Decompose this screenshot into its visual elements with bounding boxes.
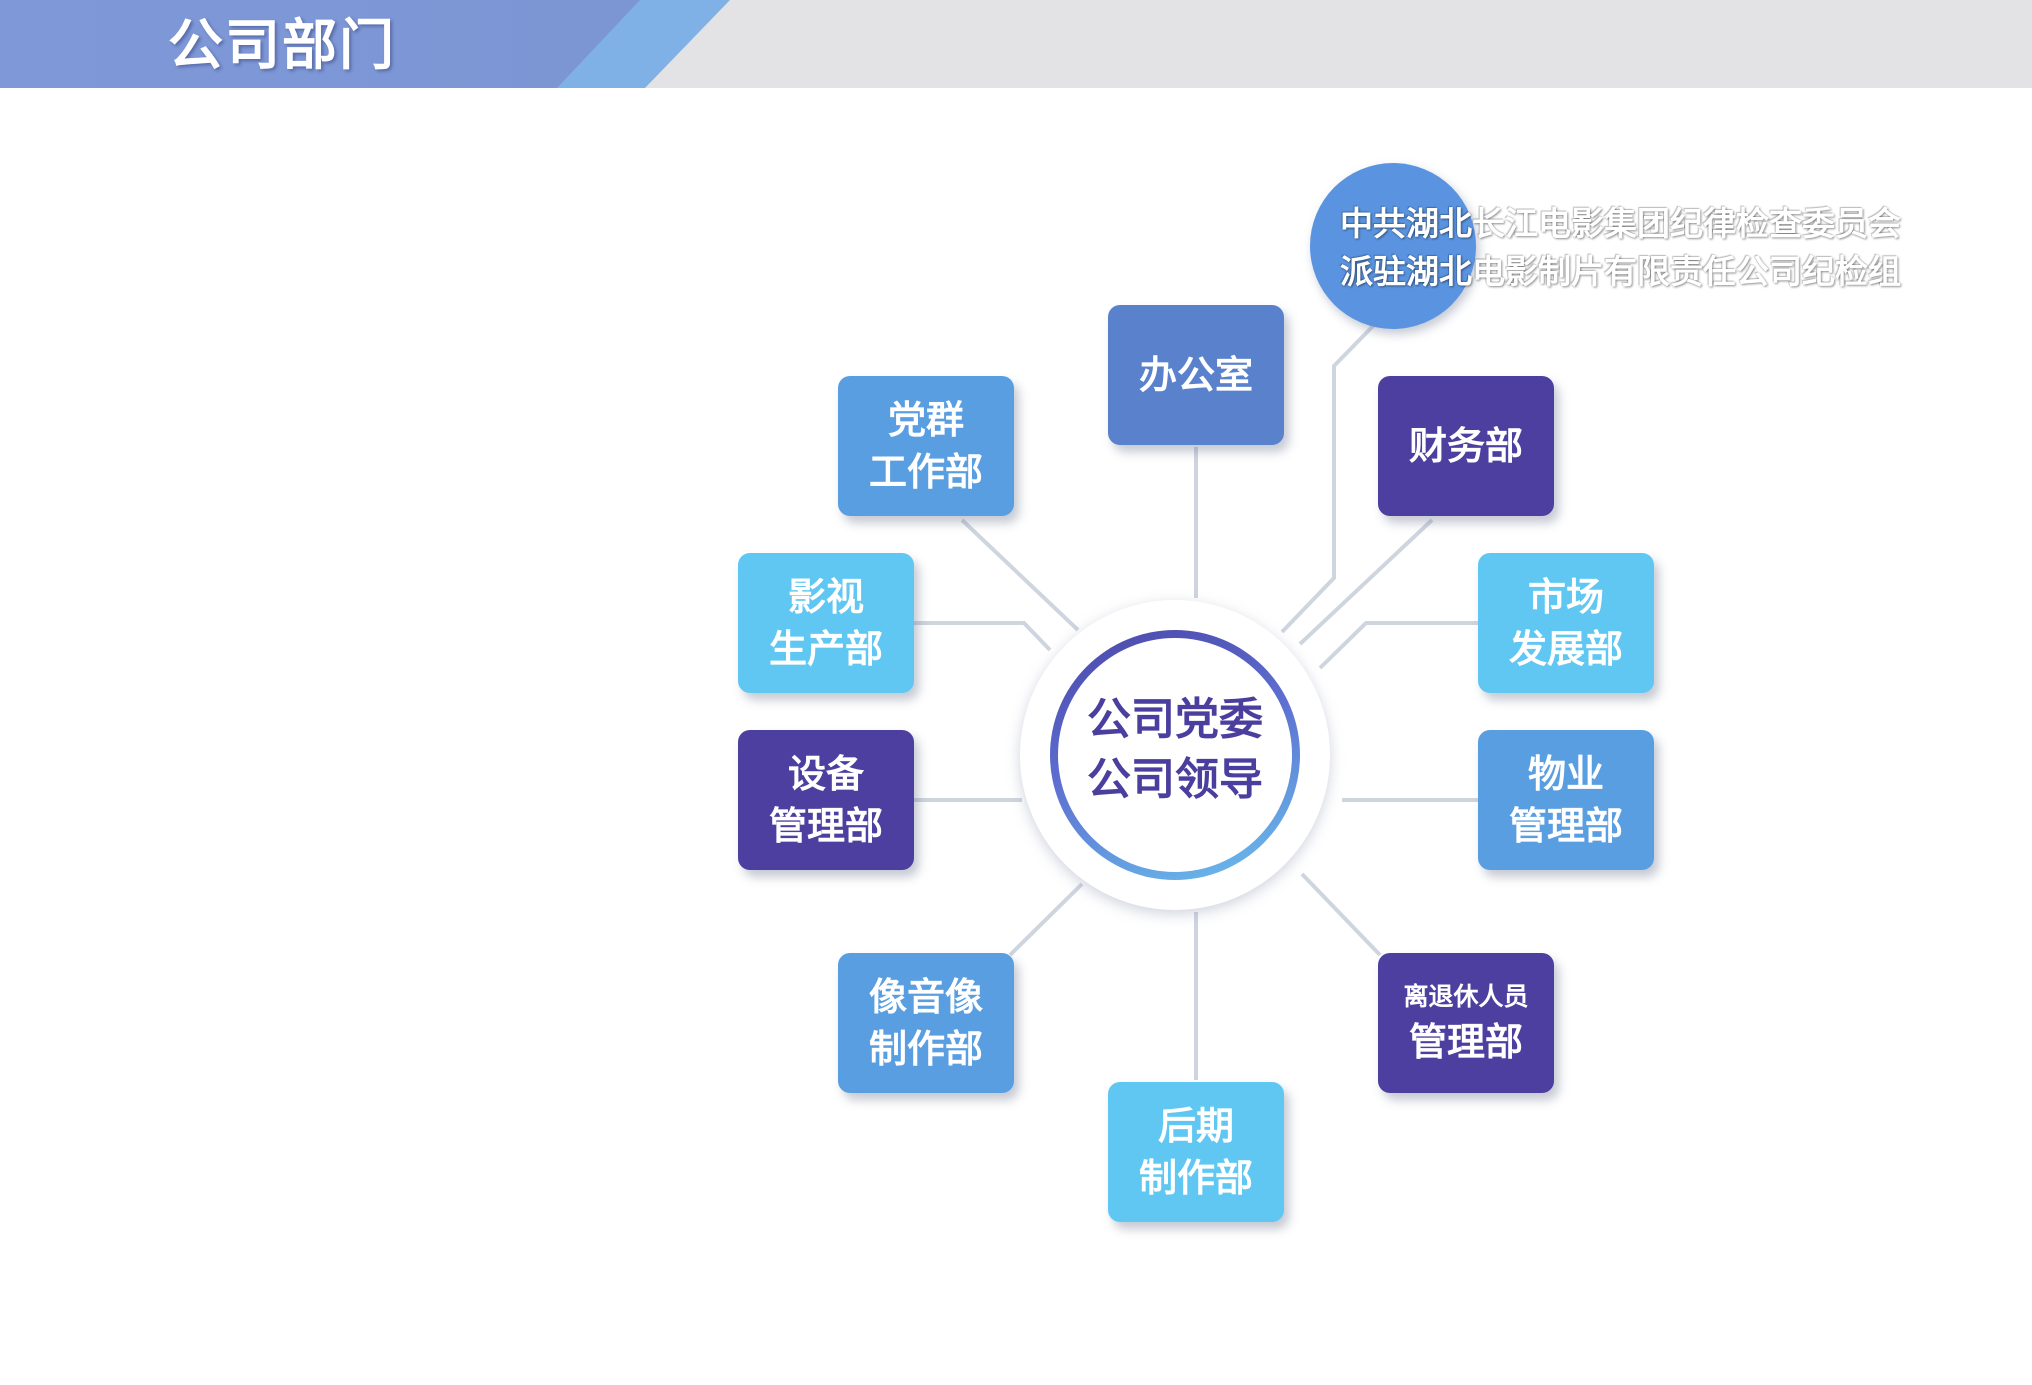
dept-market: 市场 发展部 [1478,553,1654,693]
connector-film [914,621,1052,652]
dept-post: 后期 制作部 [1108,1082,1284,1222]
center-line-company-leaders: 公司领导 [1087,754,1263,805]
dept-market-label-1: 市场 [1527,575,1604,619]
dept-post-label-1: 后期 [1157,1104,1234,1148]
dept-property: 物业 管理部 [1478,730,1654,870]
connector-market [1318,621,1478,670]
dept-film-label-2: 生产部 [768,627,883,671]
header-title-panel [0,0,640,88]
connector-discipline [1280,323,1376,634]
dept-finance: 财务部 [1378,376,1554,516]
center-line-party-committee: 公司党委 [1087,694,1263,745]
dept-party-label-1: 党群 [887,398,964,442]
connector-audio [1008,882,1084,957]
dept-audio-label-2: 制作部 [868,1027,983,1071]
dept-equipment-label-1: 设备 [787,752,864,796]
dept-equipment: 设备 管理部 [738,730,914,870]
center-node-circle [1050,630,1300,880]
dept-retiree-label-1: 离退休人员 [1403,982,1529,1011]
dept-property-label-1: 物业 [1527,752,1604,796]
discipline-line-1: 中共湖北长江电影集团纪律检查委员会 [1340,204,1901,243]
page-title: 公司部门 [168,13,397,77]
connector-finance [1298,518,1434,646]
dept-retiree: 离退休人员 管理部 [1378,953,1554,1093]
discipline-node-circle [1310,163,1476,329]
dept-equipment-label-2: 管理部 [768,804,883,848]
dept-film-label-1: 影视 [787,575,864,619]
dept-audio: 像音像 制作部 [838,953,1014,1093]
connector-party [960,518,1080,632]
dept-office: 办公室 [1108,305,1284,445]
dept-property-label-2: 管理部 [1508,804,1623,848]
dept-finance-label: 财务部 [1408,424,1523,468]
center-node-label: 公司党委 公司领导 [1050,690,1300,810]
dept-party-label-2: 工作部 [868,450,983,494]
discipline-line-2: 派驻湖北电影制片有限责任公司纪检组 [1340,252,1901,291]
dept-film: 影视 生产部 [738,553,914,693]
dept-retiree-label-2: 管理部 [1408,1020,1523,1064]
dept-post-label-2: 制作部 [1138,1156,1253,1200]
discipline-node-label: 中共湖北长江电影集团纪律检查委员会 派驻湖北电影制片有限责任公司纪检组 [1340,200,1901,296]
connector-retiree [1300,872,1382,957]
dept-market-label-2: 发展部 [1508,627,1623,671]
dept-party: 党群 工作部 [838,376,1014,516]
dept-office-label: 办公室 [1138,353,1253,397]
dept-audio-label-1: 像音像 [868,975,983,1019]
